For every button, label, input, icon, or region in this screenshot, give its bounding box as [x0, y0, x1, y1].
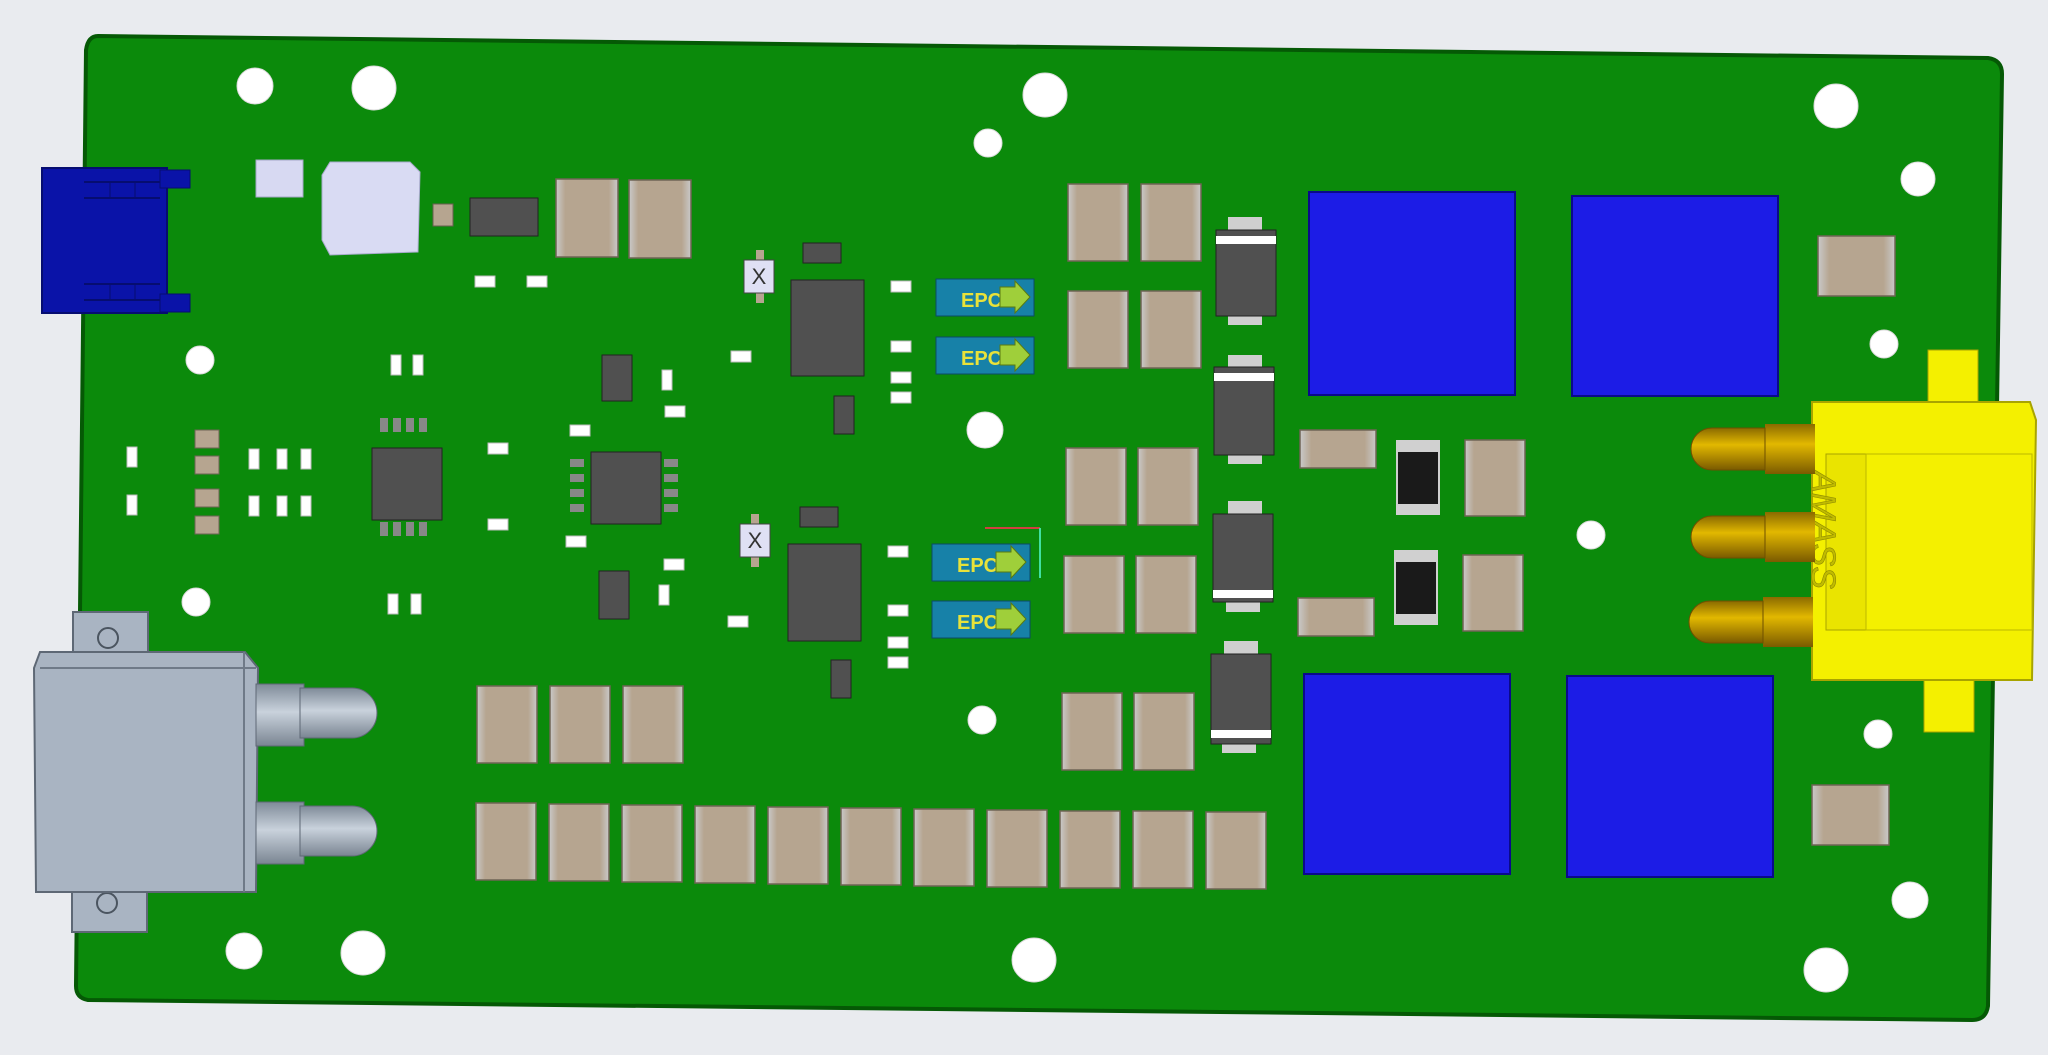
inductor — [1566, 675, 1774, 878]
capacitor — [1811, 784, 1890, 846]
inductor — [1308, 191, 1516, 396]
capacitor — [1067, 183, 1129, 262]
small-capacitor — [194, 455, 220, 475]
mounting-hole — [1813, 83, 1859, 129]
capacitor — [1140, 290, 1202, 369]
white-pads — [126, 275, 912, 669]
epc-label: EPC — [957, 612, 998, 634]
capacitor — [1065, 447, 1127, 526]
lavender-pad — [255, 159, 304, 198]
connector-pin — [1688, 597, 1813, 647]
epc-fet-1: EPC — [935, 278, 1035, 317]
capacitor — [475, 802, 537, 881]
capacitor — [1133, 692, 1195, 771]
ic-soic-left — [371, 418, 443, 536]
epc-label: EPC — [961, 290, 1002, 312]
epc-fet-4: EPC — [931, 600, 1031, 639]
capacitor — [767, 806, 829, 885]
mounting-hole — [185, 345, 215, 375]
mounting-hole — [181, 587, 211, 617]
top-left-components — [255, 159, 539, 256]
inductor — [1571, 195, 1779, 397]
small-capacitor — [194, 515, 220, 535]
capacitor — [549, 685, 611, 764]
mounting-hole — [1011, 937, 1057, 983]
mounting-hole — [340, 930, 386, 976]
sma-pin — [255, 683, 378, 747]
capacitor — [986, 809, 1048, 888]
lavender-inductor — [321, 161, 421, 256]
transistor-mark: X — [752, 264, 767, 289]
inductor — [1303, 673, 1511, 875]
mounting-hole — [1576, 520, 1606, 550]
capacitor — [476, 685, 538, 764]
capacitor — [1063, 555, 1125, 634]
mounting-hole — [967, 705, 997, 735]
capacitor — [548, 803, 610, 882]
capacitor — [694, 805, 756, 884]
ic-soic-center — [570, 451, 678, 525]
small-capacitor — [194, 429, 220, 449]
capacitors — [475, 178, 1896, 890]
small-capacitor — [194, 488, 220, 508]
mounting-hole — [351, 65, 397, 111]
ic-package — [469, 197, 539, 237]
small-tan-part — [432, 203, 454, 227]
connector-pin — [1690, 512, 1815, 562]
driver-ics — [787, 279, 865, 642]
diode — [1215, 217, 1277, 325]
mounting-hole — [966, 411, 1004, 449]
mounting-hole — [1803, 947, 1849, 993]
capacitor — [840, 807, 902, 886]
transistor-bottom: X — [739, 514, 771, 567]
capacitor — [555, 178, 619, 258]
mounting-hole — [236, 67, 274, 105]
capacitor — [621, 804, 683, 883]
transistor-top: X — [743, 250, 775, 303]
sma-connector — [32, 611, 378, 933]
diode — [1210, 641, 1272, 753]
transistor-mark: X — [748, 528, 763, 553]
diodes — [1210, 217, 1277, 753]
connector-pin — [1690, 424, 1815, 474]
capacitor — [1205, 811, 1267, 890]
capacitor — [1462, 554, 1524, 632]
blue-header-connector — [41, 167, 191, 314]
small-capacitors-left — [194, 429, 220, 535]
amass-power-connector: AMASS — [1688, 349, 2038, 733]
mounting-holes — [181, 65, 1936, 993]
capacitor — [622, 685, 684, 764]
small-ics — [598, 242, 855, 699]
capacitor — [1137, 447, 1199, 526]
capacitor — [1817, 235, 1896, 297]
capacitor — [628, 179, 692, 259]
mounting-hole — [1863, 719, 1893, 749]
sma-pin — [255, 801, 378, 865]
mounting-hole — [225, 932, 263, 970]
capacitor — [1299, 429, 1377, 469]
capacitor — [1464, 439, 1526, 517]
capacitor — [1132, 810, 1194, 889]
capacitor — [1059, 810, 1121, 889]
mounting-hole — [1900, 161, 1936, 197]
epc-label: EPC — [961, 348, 1002, 370]
epc-label: EPC — [957, 555, 998, 577]
epc-fet-2: EPC — [935, 336, 1035, 375]
diode — [1212, 501, 1274, 612]
black-components — [1394, 440, 1440, 625]
capacitor — [1067, 290, 1129, 369]
mounting-hole — [1891, 881, 1929, 919]
capacitor — [913, 808, 975, 887]
inductors — [1303, 191, 1779, 878]
mounting-hole — [1869, 329, 1899, 359]
mounting-hole — [973, 128, 1003, 158]
capacitor — [1135, 555, 1197, 634]
capacitor — [1140, 183, 1202, 262]
diode — [1213, 355, 1275, 464]
epc-fet-3: EPC — [931, 527, 1041, 582]
capacitor — [1061, 692, 1123, 771]
capacitor — [1297, 597, 1375, 637]
mounting-hole — [1022, 72, 1068, 118]
